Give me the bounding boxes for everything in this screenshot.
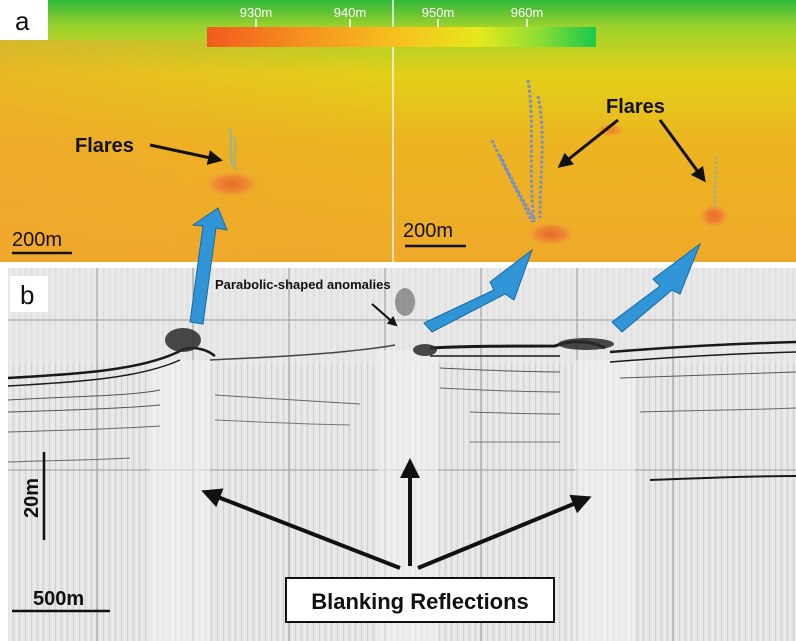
connector-arrow <box>423 248 534 333</box>
blanking-label: Blanking Reflections <box>311 589 529 614</box>
horizontal-scale-label: 500m <box>33 588 84 610</box>
seabed-mound <box>204 171 260 197</box>
flares-label: Flares <box>75 135 134 157</box>
blanking-label-box <box>285 577 555 623</box>
connector-arrows <box>189 207 702 333</box>
panel-b: b Parabolic-shaped anomalies 20m 500m Bl… <box>7 268 796 641</box>
gas-flare-plume <box>490 79 544 223</box>
flares-label: Flares <box>606 96 665 118</box>
scale-bar-label: 200m <box>12 229 62 251</box>
flare-pointer-arrow <box>658 119 706 183</box>
scale-bar-label: 200m <box>403 220 453 242</box>
flare-pointer-arrow <box>149 143 223 165</box>
blanking-arrow <box>201 488 401 570</box>
colorbar-gradient <box>207 27 596 47</box>
panel-letter-box <box>0 0 48 40</box>
colorbar-tick-label: 950m <box>422 5 455 20</box>
seabed-mound <box>527 222 575 246</box>
panel-separator <box>0 262 796 268</box>
panel-letter-box <box>10 276 48 312</box>
vertical-scale-label: 20m <box>21 478 43 518</box>
anomaly-pointer-arrow <box>371 303 398 327</box>
anomaly-label: Parabolic-shaped anomalies <box>215 277 391 292</box>
gas-flare-plume <box>229 127 237 171</box>
blanking-zone <box>150 360 210 641</box>
colorbar-tick-label: 940m <box>334 5 367 20</box>
connector-arrow <box>611 242 702 333</box>
seismic-anomalies <box>165 288 614 356</box>
depth-colorbar: 930m 940m 950m 960m <box>207 5 596 47</box>
colorbar-tick-label: 960m <box>511 5 544 20</box>
panel-a: 930m 940m 950m 960m a Flares 200m <box>0 0 796 262</box>
blanking-arrow <box>417 494 592 570</box>
flare-pointer-arrow <box>557 118 619 168</box>
seabed-mound <box>699 204 729 228</box>
colorbar-tick-label: 930m <box>240 5 273 20</box>
panel-letter-b: b <box>20 280 34 310</box>
connector-arrow <box>189 207 228 325</box>
panel-letter-a: a <box>15 6 30 36</box>
gas-flare-plume <box>713 155 718 209</box>
seismic-reflectors <box>7 340 796 481</box>
